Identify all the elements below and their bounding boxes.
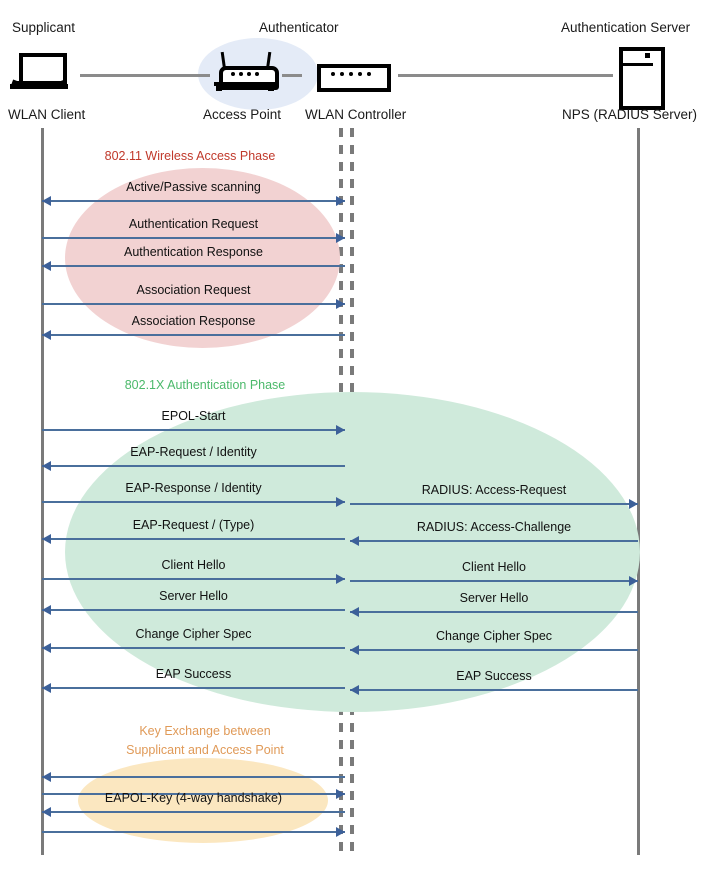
arrowhead-left — [42, 196, 51, 206]
phase-label-80211: 802.11 Wireless Access Phase — [104, 149, 276, 163]
message-label: Client Hello — [462, 560, 526, 574]
phase-ellipse-80211 — [65, 168, 340, 348]
actor-device-nps-radius: NPS (RADIUS Server) — [562, 107, 698, 122]
message-line — [42, 501, 345, 503]
link-controller-server — [398, 74, 613, 77]
message-label: Authentication Request — [128, 217, 259, 231]
message-line — [42, 811, 345, 813]
message-label: Server Hello — [459, 591, 529, 605]
message-line — [350, 649, 638, 651]
message-label: Association Request — [136, 283, 251, 297]
arrowhead-left — [350, 685, 359, 695]
message-line — [42, 237, 345, 239]
actor-device-wlan-client: WLAN Client — [8, 107, 86, 122]
message-label: Client Hello — [161, 558, 226, 572]
message-label: Authentication Response — [124, 245, 263, 259]
message-label: EAP Success — [155, 667, 232, 681]
message-line — [350, 540, 638, 542]
message-label: RADIUS: Access-Request — [421, 483, 567, 497]
message-line — [42, 687, 345, 689]
arrowhead-left — [350, 645, 359, 655]
message-line — [350, 503, 638, 505]
arrowhead-left — [42, 772, 51, 782]
arrowhead-right — [336, 196, 345, 206]
arrowhead-right — [336, 789, 345, 799]
message-line — [350, 689, 638, 691]
arrowhead-left — [42, 261, 51, 271]
phase-label-key-exchange: Key Exchange between Supplicant and Acce… — [90, 722, 320, 760]
arrowhead-right — [629, 576, 638, 586]
message-label: Server Hello — [159, 589, 228, 603]
actor-device-wlan-controller: WLAN Controller — [305, 107, 407, 122]
message-line — [42, 793, 345, 795]
arrowhead-left — [42, 807, 51, 817]
message-line — [42, 429, 345, 431]
lifeline-supplicant — [41, 128, 44, 855]
message-line — [42, 831, 345, 833]
message-line — [42, 647, 345, 649]
message-line — [42, 776, 345, 778]
phase-label-key-exchange-line2: Supplicant and Access Point — [126, 743, 284, 757]
message-line — [42, 609, 345, 611]
actor-role-auth-server: Authentication Server — [561, 20, 691, 35]
message-line — [42, 265, 345, 267]
arrowhead-left — [42, 605, 51, 615]
message-label: EAP-Request / Identity — [130, 445, 257, 459]
arrowhead-left — [42, 534, 51, 544]
arrowhead-right — [336, 425, 345, 435]
message-line — [42, 578, 345, 580]
message-label: RADIUS: Access-Challenge — [416, 520, 572, 534]
message-line — [350, 580, 638, 582]
link-ap-controller — [282, 74, 302, 77]
arrowhead-left — [42, 330, 51, 340]
arrowhead-left — [350, 536, 359, 546]
actor-role-supplicant: Supplicant — [12, 20, 76, 35]
message-line — [350, 611, 638, 613]
actor-role-authenticator: Authenticator — [259, 20, 339, 35]
message-label: EPOL-Start — [161, 409, 226, 423]
message-line — [42, 538, 345, 540]
arrowhead-right — [336, 574, 345, 584]
message-label: EAPOL-Key (4-way handshake) — [104, 791, 283, 805]
link-client-ap — [80, 74, 210, 77]
lifeline-auth-server — [637, 128, 640, 855]
phase-ellipse-key-exchange — [78, 758, 328, 843]
phase-ellipse-8021x — [65, 392, 640, 712]
arrowhead-left — [42, 683, 51, 693]
message-label: Change Cipher Spec — [135, 627, 252, 641]
message-line — [42, 334, 345, 336]
message-label: Active/Passive scanning — [126, 180, 261, 194]
message-label: Change Cipher Spec — [435, 629, 553, 643]
message-label: EAP-Response / Identity — [125, 481, 262, 495]
phase-label-key-exchange-line1: Key Exchange between — [139, 724, 271, 738]
message-line — [42, 465, 345, 467]
arrowhead-left — [42, 461, 51, 471]
message-label: EAP-Request / (Type) — [132, 518, 255, 532]
message-line — [42, 303, 345, 305]
phase-label-8021x: 802.1X Authentication Phase — [124, 378, 286, 392]
message-line — [42, 200, 345, 202]
arrowhead-right — [336, 299, 345, 309]
arrowhead-right — [629, 499, 638, 509]
arrowhead-left — [350, 607, 359, 617]
actor-device-access-point: Access Point — [203, 107, 282, 122]
arrowhead-right — [336, 233, 345, 243]
arrowhead-right — [336, 497, 345, 507]
arrowhead-right — [336, 827, 345, 837]
message-label: EAP Success — [456, 669, 532, 683]
message-label: Association Response — [131, 314, 256, 328]
arrowhead-left — [42, 643, 51, 653]
